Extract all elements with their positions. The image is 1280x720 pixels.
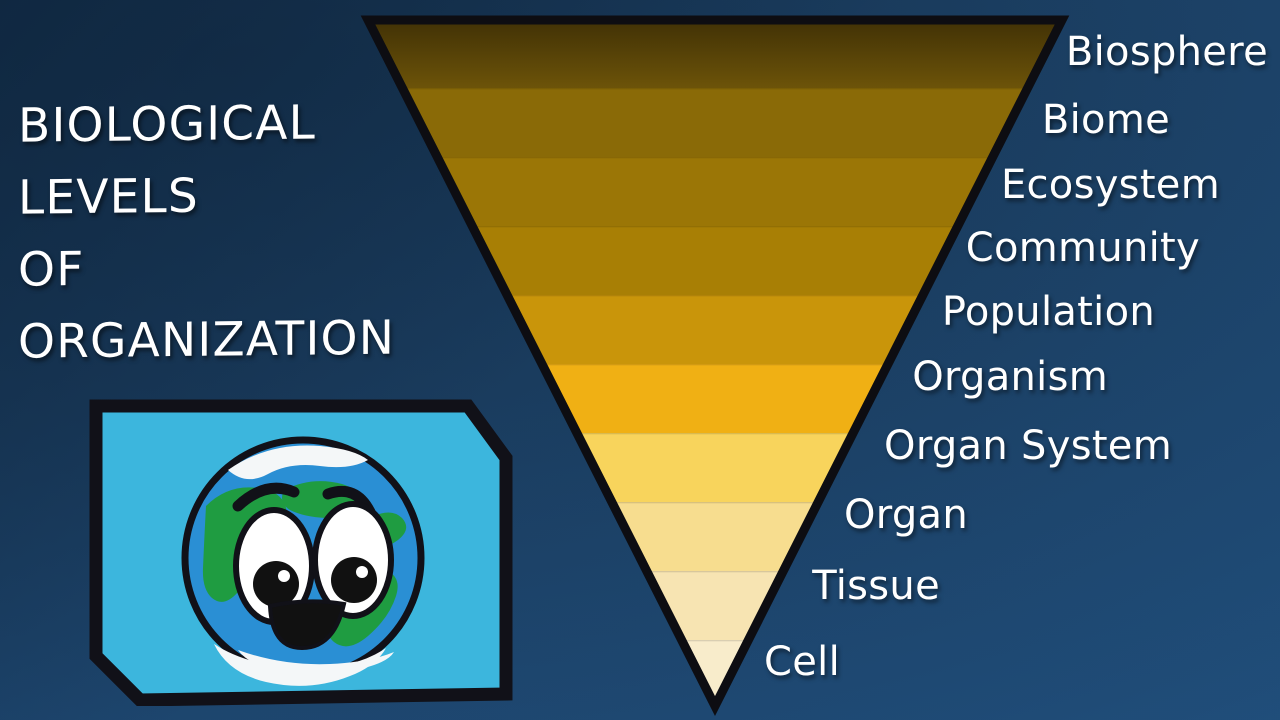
level-label-population: Population <box>941 289 1155 335</box>
globe-pupil-left <box>253 561 299 607</box>
level-label-biome: Biome <box>1041 97 1170 143</box>
funnel-band-separators <box>368 88 1062 649</box>
funnel-band-biome <box>368 88 1062 157</box>
globe-ice-caps <box>214 445 394 686</box>
globe-eye-glint-left <box>278 570 290 582</box>
level-label-organ-system: Organ System <box>884 423 1172 469</box>
funnel-outline <box>360 15 1070 716</box>
funnel-band-biosphere-shade <box>368 20 1062 88</box>
globe-pupil-right <box>331 557 377 603</box>
globe-mouth <box>267 599 347 651</box>
globe-group <box>181 436 425 686</box>
level-label-organ: Organ <box>844 492 968 538</box>
earth-illustration-panel <box>88 398 514 706</box>
globe-eye-glint-right <box>356 566 368 578</box>
level-label-ecosystem: Ecosystem <box>1000 162 1220 208</box>
level-label-cell: Cell <box>764 639 840 685</box>
funnel-band-ecosystem <box>368 157 1062 226</box>
level-label-organism: Organism <box>912 354 1108 400</box>
globe-eyes <box>233 501 394 625</box>
level-label-tissue: Tissue <box>812 563 940 609</box>
level-label-biosphere: Biosphere <box>1065 29 1268 75</box>
earth-svg <box>89 399 513 706</box>
level-label-community: Community <box>965 225 1200 271</box>
